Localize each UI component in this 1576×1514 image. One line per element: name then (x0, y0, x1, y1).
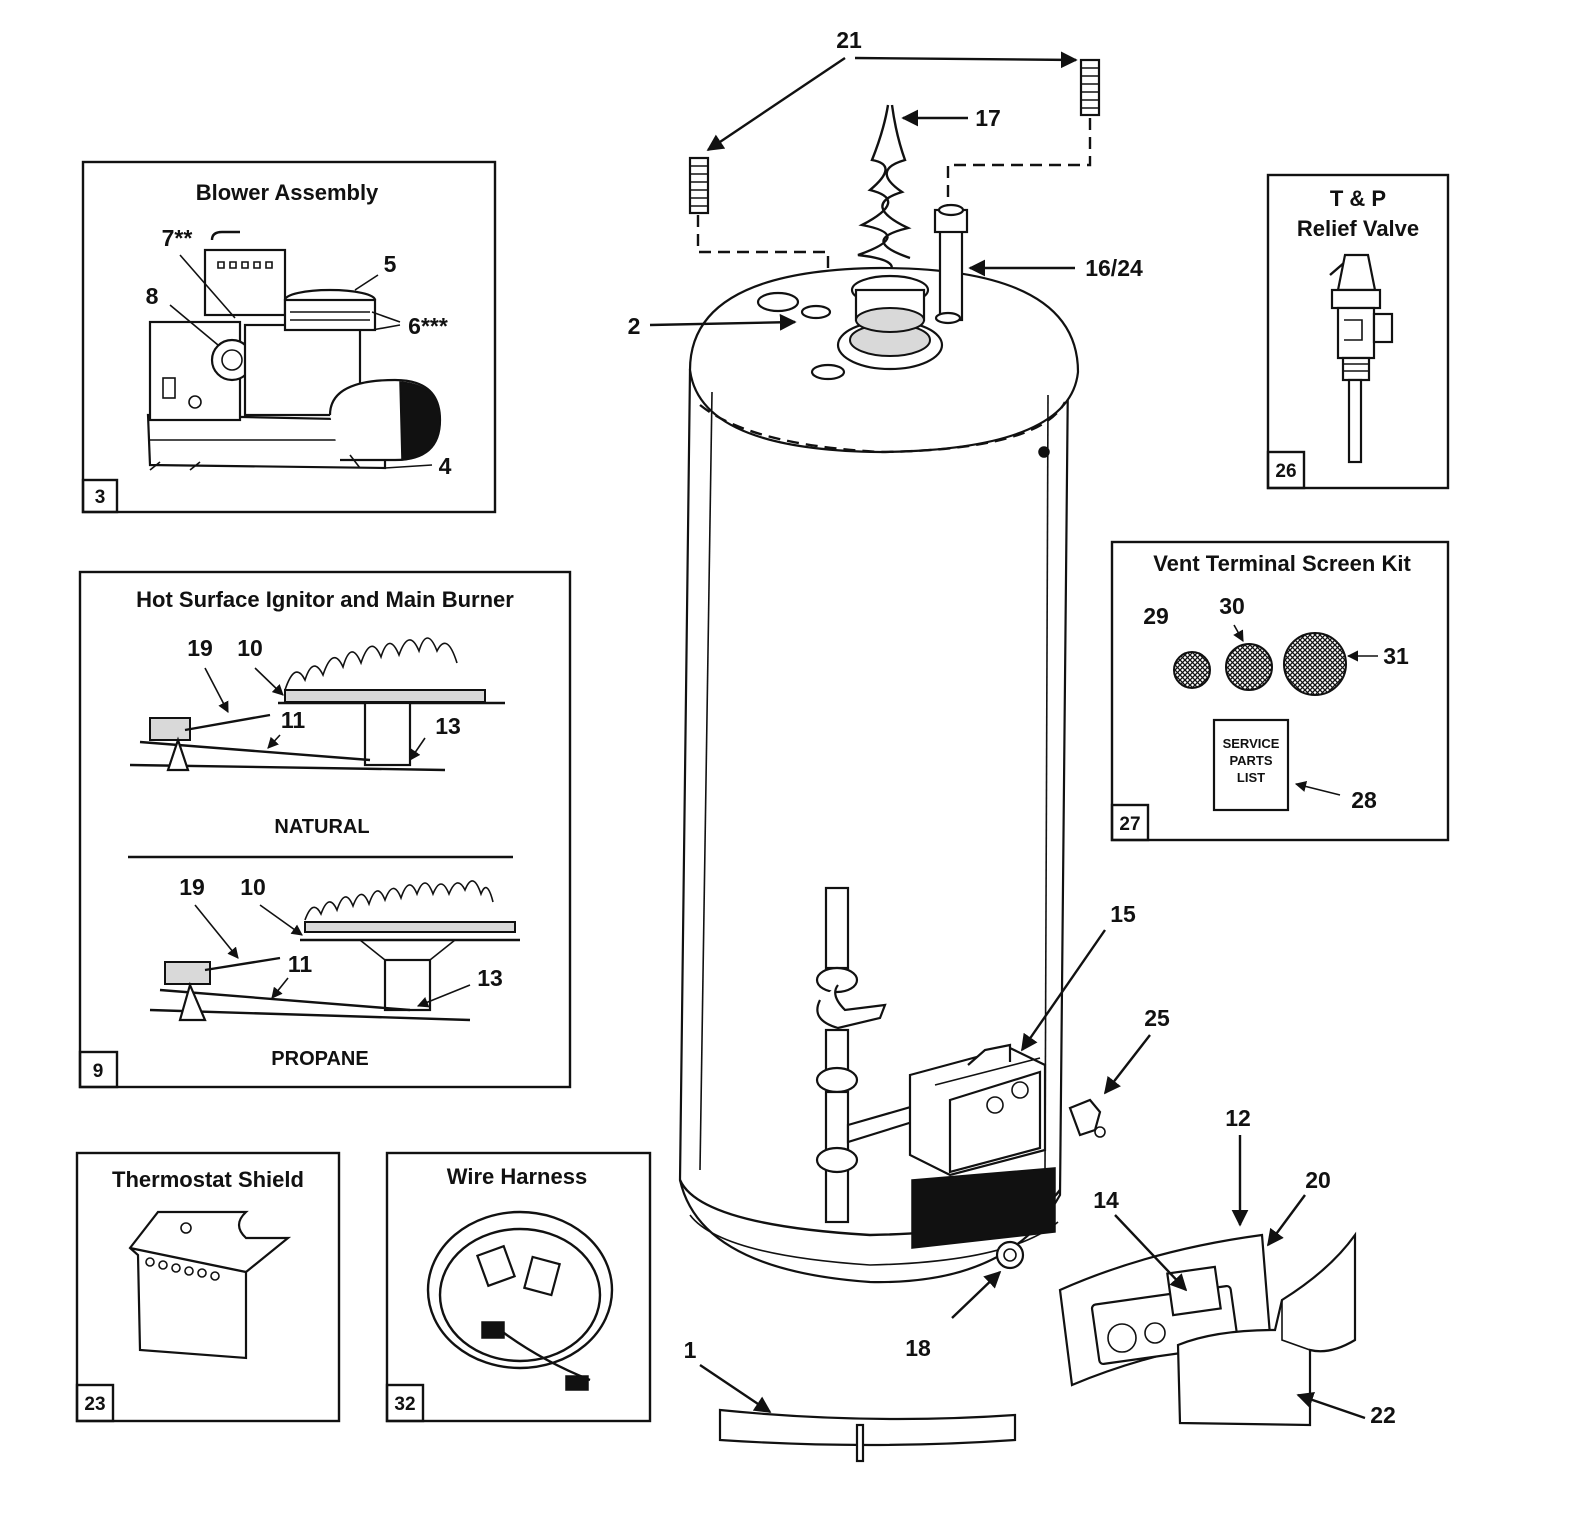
callout-7: 7** (162, 225, 193, 251)
callout-22: 22 (1370, 1402, 1396, 1428)
service-list-line: PARTS (1229, 753, 1272, 768)
panel-number: 27 (1119, 814, 1140, 835)
callout-12: 12 (1225, 1105, 1251, 1131)
callout-20: 20 (1305, 1167, 1331, 1193)
panel-number: 9 (93, 1061, 104, 1082)
panel-number-box (1110, 803, 1150, 842)
label-propane: PROPANE (271, 1048, 368, 1070)
service-list-line: SERVICE (1223, 736, 1280, 751)
panel-number-box (75, 1383, 115, 1423)
callout-25: 25 (1144, 1005, 1170, 1031)
panel-number: 3 (95, 487, 106, 508)
callout-29: 29 (1143, 603, 1169, 629)
callout-propane-19: 19 (179, 874, 205, 900)
screen-small (1173, 651, 1211, 689)
panel-thermostat-shield: Thermostat Shield 23 (75, 1151, 341, 1423)
callout-16-24: 16/24 (1085, 255, 1143, 281)
screen-medium (1225, 643, 1273, 691)
screen-large (1283, 632, 1347, 696)
callout-21: 21 (836, 27, 862, 53)
callout-14: 14 (1093, 1187, 1119, 1213)
panel-number-box (1266, 450, 1306, 490)
natural-burner-illustration (129, 637, 505, 772)
callout-propane-13: 13 (477, 965, 503, 991)
panel-title-line2: Relief Valve (1297, 216, 1419, 241)
panel-vent-terminal-screen-kit: Vent Terminal Screen Kit 27 29 30 31 28 … (1110, 540, 1450, 842)
label-natural: NATURAL (274, 816, 369, 838)
propane-burner-illustration (149, 880, 520, 1022)
panel-title-line1: T & P (1330, 186, 1386, 211)
panel-frame (1110, 540, 1450, 842)
panel-number: 23 (84, 1394, 105, 1415)
thermostat-shield-illustration (128, 1210, 292, 1360)
panel-frame (78, 570, 572, 1089)
callout-17: 17 (975, 105, 1001, 131)
callout-31: 31 (1383, 643, 1409, 669)
callout-1: 1 (684, 1337, 697, 1363)
callout-2: 2 (628, 313, 641, 339)
panel-number: 26 (1275, 461, 1296, 482)
panel-title: Thermostat Shield (112, 1167, 304, 1192)
callout-6: 6*** (408, 313, 448, 339)
panel-title: Vent Terminal Screen Kit (1153, 551, 1411, 576)
panel-frame (75, 1151, 341, 1423)
panel-title: Wire Harness (447, 1164, 587, 1189)
callout-natural-10: 10 (237, 635, 263, 661)
panel-number-box (81, 478, 119, 514)
callout-30: 30 (1219, 593, 1245, 619)
callout-5: 5 (384, 251, 397, 277)
callout-18: 18 (905, 1335, 931, 1361)
panel-frame (81, 160, 497, 514)
nipple-left (688, 156, 710, 215)
panel-title: Blower Assembly (196, 180, 379, 205)
panel-frame (1266, 173, 1450, 490)
panel-hot-surface-ignitor: Hot Surface Ignitor and Main Burner 9 19… (78, 570, 572, 1089)
panel-blower-assembly: Blower Assembly 3 (81, 160, 497, 514)
nipple-right (1079, 58, 1101, 117)
water-heater-illustration (649, 51, 1366, 1463)
panel-frame (385, 1151, 652, 1423)
wire-harness-illustration (426, 1210, 614, 1391)
panel-number-box (78, 1050, 119, 1089)
callout-propane-11: 11 (288, 951, 313, 977)
callout-natural-13: 13 (435, 713, 461, 739)
panel-number-box (385, 1383, 425, 1423)
service-list-line: LIST (1237, 770, 1265, 785)
panel-number: 32 (394, 1394, 415, 1415)
callout-28: 28 (1351, 787, 1377, 813)
service-parts-list-card: SERVICE PARTS LIST (1212, 718, 1290, 812)
callout-4: 4 (439, 453, 452, 479)
panel-wire-harness: Wire Harness 32 (385, 1151, 652, 1423)
callout-natural-11: 11 (281, 707, 306, 733)
panel-title: Hot Surface Ignitor and Main Burner (136, 587, 514, 612)
callout-natural-19: 19 (187, 635, 213, 661)
relief-valve-illustration (1329, 253, 1394, 464)
callout-propane-10: 10 (240, 874, 266, 900)
callout-15: 15 (1110, 901, 1136, 927)
callout-8: 8 (146, 283, 159, 309)
blower-illustration (146, 230, 442, 471)
panel-tp-relief-valve: T & P Relief Valve 26 (1266, 173, 1450, 490)
